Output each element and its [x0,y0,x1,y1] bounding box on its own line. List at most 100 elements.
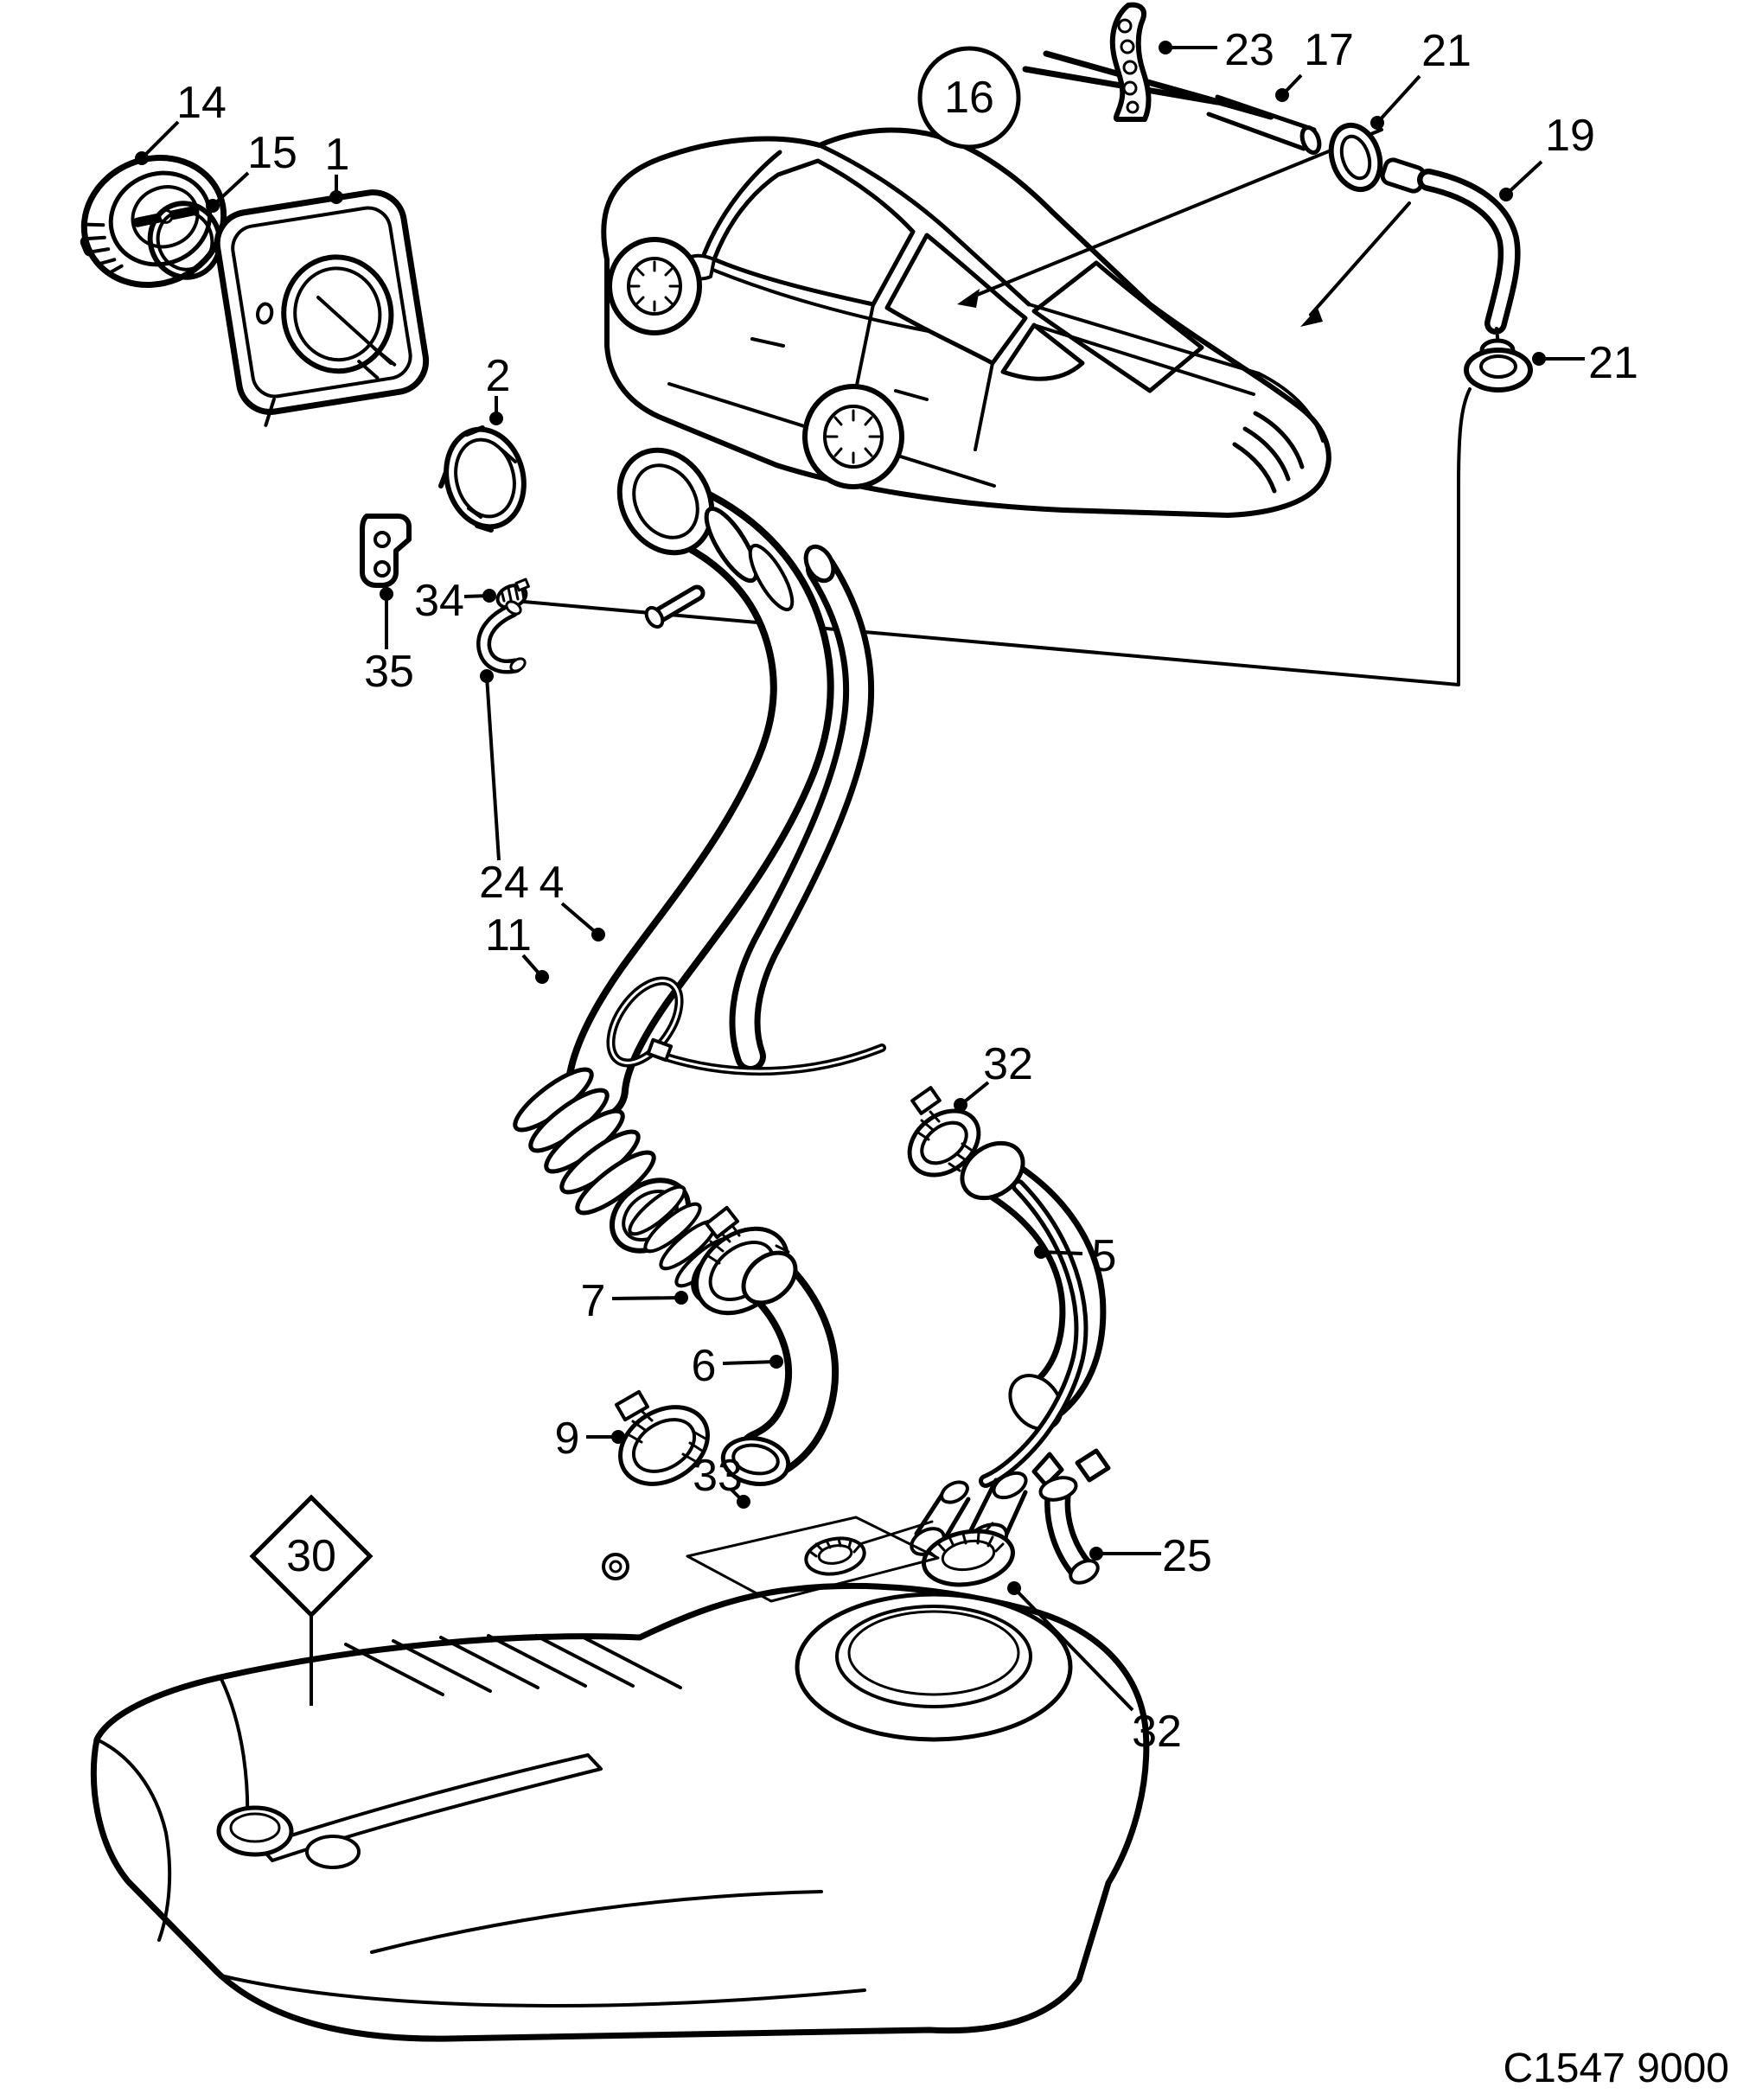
callout-dot-21 [1532,352,1546,366]
car-illustration [601,127,1411,518]
callout-label-15: 15 [247,128,297,178]
callout-dot-4 [591,928,605,941]
breather-valve-25 [1031,1448,1111,1585]
callout-7: 7 [581,1276,688,1326]
callout-dot-2 [489,412,503,425]
front-wheel [607,237,702,335]
callout-label-11: 11 [485,910,532,961]
cable-tie [606,976,886,1076]
callout-5: 5 [1034,1231,1116,1281]
callout-23: 23 [1159,25,1274,75]
thin-vent-hose [979,1179,1089,1488]
filler-housing [214,189,430,427]
tank-ribs [344,1634,682,1696]
callout-label-32: 32 [983,1039,1033,1089]
callout-dot-14 [135,151,149,165]
callout-4: 4 [540,858,605,941]
callout-15: 15 [206,128,297,213]
callout-35: 35 [364,587,414,697]
callout-dot-1 [329,190,343,204]
callout-label-33: 33 [693,1451,743,1501]
hose-clamp-32-lower [922,1529,1015,1587]
callout-11: 11 [485,910,549,984]
callout-21: 21 [1532,338,1638,388]
filler-cap-group [80,155,430,427]
callout-label-21: 21 [1421,26,1472,76]
callout-label-21: 21 [1588,338,1638,388]
lock-ring [438,425,527,533]
callout-dot-17 [1275,88,1289,102]
hose-clamp-33 [804,1536,866,1576]
callout-14: 14 [135,78,227,165]
callout-label-35: 35 [364,647,414,697]
callout-2: 2 [486,351,511,425]
hose-clamp-9 [615,1389,710,1486]
hose-clamp-32-upper [907,1086,981,1178]
callout-dot-9 [611,1430,625,1444]
callout-label-23: 23 [1224,25,1274,75]
callout-33: 33 [693,1451,750,1509]
diagram-code: C1547 9000 [1503,2046,1729,2091]
callout-dot-32 [954,1098,967,1112]
mounting-bracket-35 [360,514,412,588]
callout-19: 19 [1499,111,1595,201]
callout-label-30: 30 [286,1531,336,1581]
callout-dot-32 [1007,1581,1021,1595]
callout-dot-21 [1370,116,1384,130]
callout-dot-33 [737,1495,750,1509]
callout-label-32: 32 [1132,1707,1182,1757]
callout-30: 30 [249,1494,374,1706]
callout-dot-11 [535,970,549,984]
callout-label-9: 9 [555,1414,580,1464]
callout-label-4: 4 [540,858,565,908]
callout-dot-35 [380,587,393,601]
callout-dot-34 [482,589,496,603]
callout-25: 25 [1089,1531,1212,1581]
callout-17: 17 [1275,25,1354,102]
callout-label-16: 16 [944,73,994,123]
callout-24: 24 [479,669,529,908]
callout-16: 16 [917,46,1021,150]
callout-label-17: 17 [1304,25,1354,75]
callout-21: 21 [1370,26,1472,130]
callout-32: 32 [954,1039,1033,1112]
callout-label-19: 19 [1545,111,1595,161]
filler-pipe [513,447,886,1305]
small-clamp-34 [495,578,530,610]
callout-dot-5 [1034,1245,1048,1259]
callout-32: 32 [1007,1581,1182,1757]
callout-9: 9 [555,1414,625,1464]
pump-boss [795,1592,1073,1742]
callout-34: 34 [414,576,496,626]
lock-ring-group [360,425,530,674]
vent-pipe-assembly [1022,2,1533,393]
connecting-hose-6 [720,1250,839,1486]
breather-hose-24 [476,600,527,674]
callout-dot-23 [1159,41,1172,54]
callout-label-2: 2 [486,351,511,401]
callout-dot-19 [1499,188,1513,201]
rear-wheel [802,384,904,489]
callout-dot-24 [480,669,494,683]
callout-label-1: 1 [325,130,350,180]
fuel-tank [90,1516,1150,2042]
callout-label-7: 7 [581,1276,606,1326]
callout-dot-15 [206,199,220,213]
grommet-21 [1464,338,1533,393]
callout-dot-25 [1089,1547,1103,1561]
callout-1: 1 [325,130,350,204]
connector-line [522,387,1472,686]
callout-dot-7 [674,1291,688,1305]
callout-dot-6 [769,1355,783,1369]
callout-label-24: 24 [479,858,529,908]
callout-label-14: 14 [176,78,227,128]
callout-label-5: 5 [1092,1231,1117,1281]
callout-label-34: 34 [414,576,464,626]
callout-label-6: 6 [692,1341,717,1391]
hoses-clamps-group [615,1086,1111,1587]
vent-tube [729,544,875,1072]
callout-label-25: 25 [1162,1531,1212,1581]
